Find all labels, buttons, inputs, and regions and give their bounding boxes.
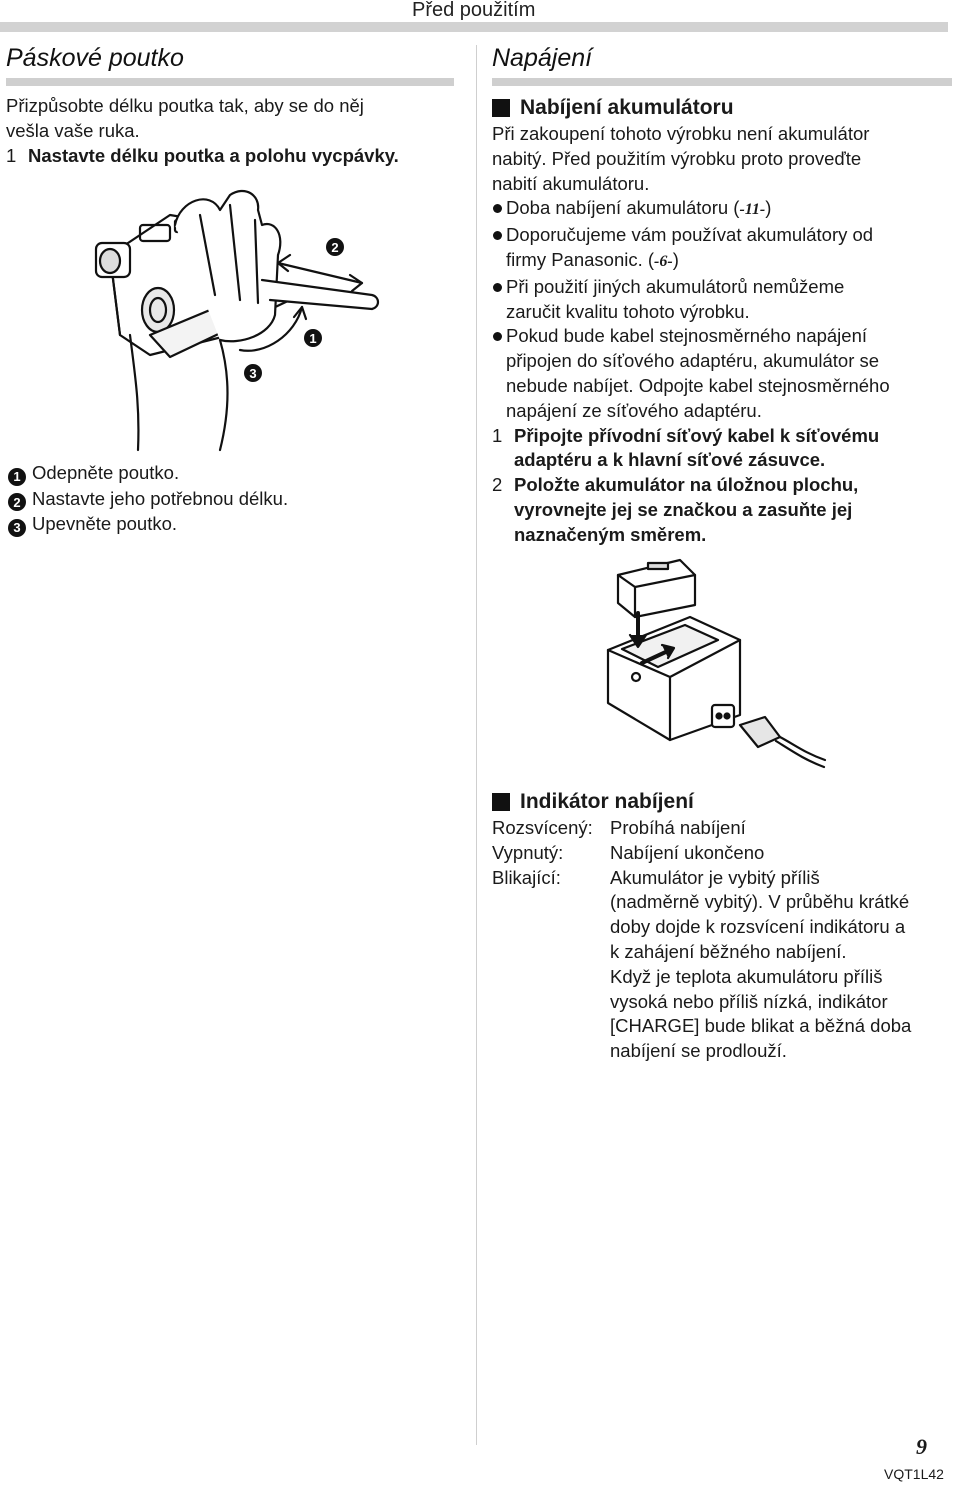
- strap-step-1: 1 Nastavte délku poutka a polohu vycpávk…: [6, 144, 454, 169]
- status-row: Rozsvícený: Probíhá nabíjení: [492, 817, 746, 838]
- section-rule: [6, 78, 454, 86]
- callout-1: 1: [309, 331, 316, 346]
- document-code: VQT1L42: [884, 1466, 944, 1482]
- bullet-dot-icon: [492, 223, 506, 275]
- step-text: Nastavte délku poutka a polohu vycpávky.: [28, 144, 399, 166]
- left-column: Páskové poutko Přizpůsobte délku poutka …: [6, 40, 454, 168]
- bullet-dot-icon: [492, 275, 506, 325]
- square-bullet-icon: [492, 793, 510, 811]
- page-ref: -6-: [654, 252, 673, 270]
- callout-3: 3: [249, 366, 256, 381]
- section-title-power: Napájení: [492, 44, 593, 72]
- right-column: Napájení Nabíjení akumulátoru Při zakoup…: [492, 40, 952, 548]
- header-bar: [0, 22, 948, 32]
- indicator-section: Indikátor nabíjení Rozsvícený: Probíhá n…: [492, 784, 952, 1064]
- page-ref: -11-: [739, 201, 766, 219]
- callout-badge: 3: [8, 518, 26, 537]
- callout-badge: 1: [8, 467, 26, 486]
- bullet-item: Při použití jiných akumulátorů nemůžeme …: [492, 275, 952, 325]
- power-step-1: 1 Připojte přívodní síťový kabel k síťov…: [492, 424, 952, 474]
- callout-badge: 2: [8, 493, 26, 511]
- strap-illustration: 2 1 3: [94, 189, 380, 452]
- bullet-item: Doporučujeme vám používat akumulátory od…: [492, 223, 952, 275]
- step-number: 1: [492, 424, 503, 446]
- charging-intro-line: nabitý. Před použitím výrobku proto prov…: [492, 147, 862, 169]
- section-title-strap: Páskové poutko: [6, 44, 184, 72]
- step-number: 2: [492, 474, 503, 496]
- callout-2: 2: [331, 240, 338, 255]
- square-bullet-icon: [492, 99, 510, 117]
- subheading-indicator: Indikátor nabíjení: [492, 788, 952, 816]
- strap-intro-line: vešla vaše ruka.: [6, 119, 140, 141]
- bullet-dot-icon: [492, 324, 506, 423]
- status-row: Vypnutý: Nabíjení ukončeno: [492, 841, 765, 863]
- bullet-item: Doba nabíjení akumulátoru (-11-): [492, 196, 952, 223]
- column-divider: [476, 45, 477, 1445]
- charging-intro-line: nabití akumulátoru.: [492, 172, 650, 194]
- section-header: Před použitím: [412, 0, 536, 21]
- figure-callouts: 2 1 3: [244, 238, 344, 382]
- section-rule: [492, 78, 952, 86]
- strap-intro-line: Přizpůsobte délku poutka tak, aby se do …: [6, 95, 364, 116]
- subheading-charging: Nabíjení akumulátoru: [492, 94, 952, 122]
- step-number: 1: [6, 144, 17, 166]
- bullet-item: Pokud bude kabel stejnosměrného napájení…: [492, 324, 952, 423]
- power-step-2: 2 Položte akumulátor na úložnou plochu, …: [492, 473, 952, 547]
- page-number: 9: [916, 1434, 927, 1459]
- charging-intro-line: Při zakoupení tohoto výrobku není akumul…: [492, 123, 870, 144]
- status-row: Blikající: Akumulátor je vybitý příliš (…: [492, 866, 912, 1062]
- bullet-dot-icon: [492, 196, 506, 223]
- charger-illustration: [606, 558, 827, 769]
